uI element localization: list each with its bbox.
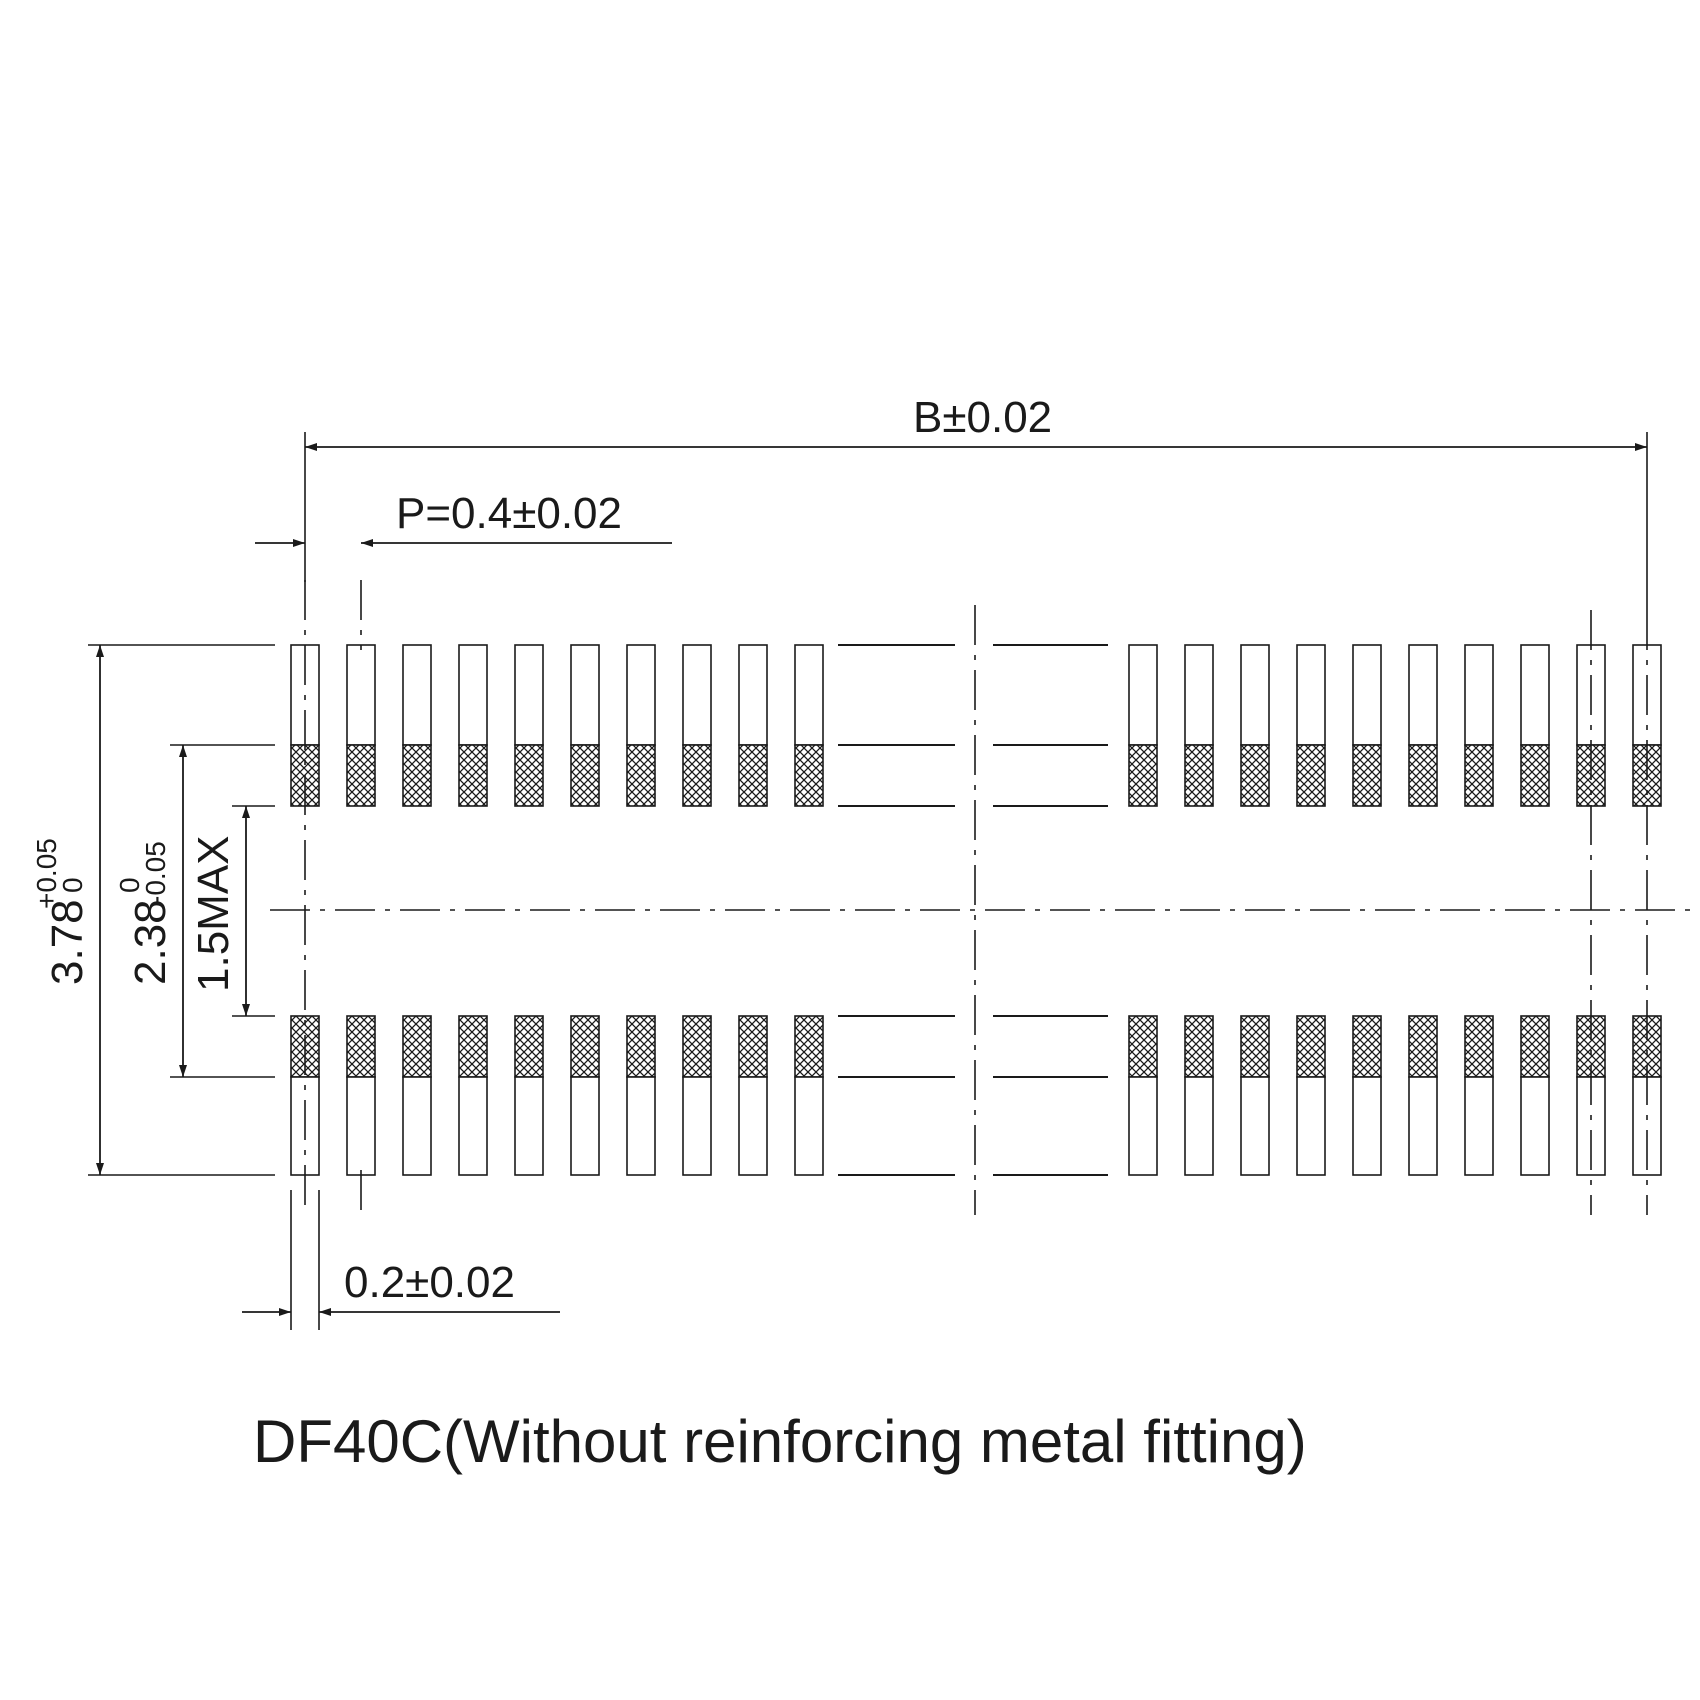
pad-solder-area [794,1015,824,1078]
pad-top [738,644,768,807]
pad-solder-area [1296,1015,1326,1078]
pad-bottom [346,1015,376,1176]
dimension-lines [96,443,1647,1316]
pad-solder-area [458,1015,488,1078]
pad-solder-area [1408,1015,1438,1078]
pad-bottom [1240,1015,1270,1176]
dim-height-tol-lower: 0 [57,877,88,893]
pad-solder-area [1408,744,1438,807]
pad-solder-area [346,1015,376,1078]
dim-gap-label: 1.5MAX [189,835,238,992]
pad-solder-area [626,744,656,807]
pad-solder-area [1240,1015,1270,1078]
pad-solder-area [682,1015,712,1078]
pad-bottom [1128,1015,1158,1176]
pad-solder-area [1184,744,1214,807]
dim-pitch-label: P=0.4±0.02 [396,489,622,538]
pad-bottom [514,1015,544,1176]
pad-top [1464,644,1494,807]
extension-lines [88,432,1648,1330]
pad-solder-area [626,1015,656,1078]
dim-gap-label-group: 1.5MAX [189,835,238,992]
pad-solder-area [738,744,768,807]
pad-top [1520,644,1550,807]
pad-bottom [570,1015,600,1176]
pad-solder-area [570,1015,600,1078]
dim-height-tol-upper: +0.05 [31,838,62,909]
pad-solder-area [402,1015,432,1078]
dim-height-label-group: 3.78 +0.05 0 [31,838,92,985]
pad-solder-area [1464,744,1494,807]
pad-solder-area [346,744,376,807]
pad-top [1128,644,1158,807]
dim-pad-width-label: 0.2±0.02 [344,1258,515,1307]
dim-inner-span-tol-lower: -0.05 [140,841,171,905]
center-lines [270,580,1690,1215]
pad-solder-area [1296,744,1326,807]
pad-solder-area [794,744,824,807]
pad-bottom [626,1015,656,1176]
pad-solder-area [682,744,712,807]
pad-bottom [402,1015,432,1176]
pad-solder-area [1128,1015,1158,1078]
pad-bottom [1352,1015,1382,1176]
pad-top [402,644,432,807]
pad-top [570,644,600,807]
pad-solder-area [1520,744,1550,807]
gap-break-lines [838,644,1108,1176]
drawing-caption: DF40C(Without reinforcing metal fitting) [253,1408,1307,1475]
pad-top [682,644,712,807]
pad-solder-area [570,744,600,807]
pad-bottom [1296,1015,1326,1176]
dim-inner-span-tol-upper: 0 [114,877,145,893]
pad-top [346,644,376,807]
dim-height-label: 3.78 [43,899,92,985]
pad-bottom [1184,1015,1214,1176]
pad-top [1352,644,1382,807]
pad-solder-area [402,744,432,807]
pad-solder-area [1184,1015,1214,1078]
pad-top [1240,644,1270,807]
pad-solder-area [1520,1015,1550,1078]
pad-bottom [458,1015,488,1176]
pad-top [1408,644,1438,807]
pad-solder-area [1464,1015,1494,1078]
pad-bottom [682,1015,712,1176]
pad-bottom [1408,1015,1438,1176]
pad-array [290,644,1662,1176]
pad-solder-area [514,744,544,807]
pad-solder-area [1240,744,1270,807]
pad-bottom [794,1015,824,1176]
pad-solder-area [1352,744,1382,807]
pad-top [458,644,488,807]
dim-b-label: B±0.02 [913,393,1052,442]
pad-top [1296,644,1326,807]
pad-bottom [1464,1015,1494,1176]
pad-solder-area [514,1015,544,1078]
pad-top [1184,644,1214,807]
pad-solder-area [1128,744,1158,807]
pad-top [626,644,656,807]
pad-bottom [1520,1015,1550,1176]
pad-top [794,644,824,807]
dim-inner-span-label: 2.38 [126,899,175,985]
pad-solder-area [1352,1015,1382,1078]
pad-top [514,644,544,807]
pad-solder-area [738,1015,768,1078]
pad-bottom [738,1015,768,1176]
dim-inner-span-label-group: 2.38 0 -0.05 [114,841,175,985]
pad-solder-area [458,744,488,807]
